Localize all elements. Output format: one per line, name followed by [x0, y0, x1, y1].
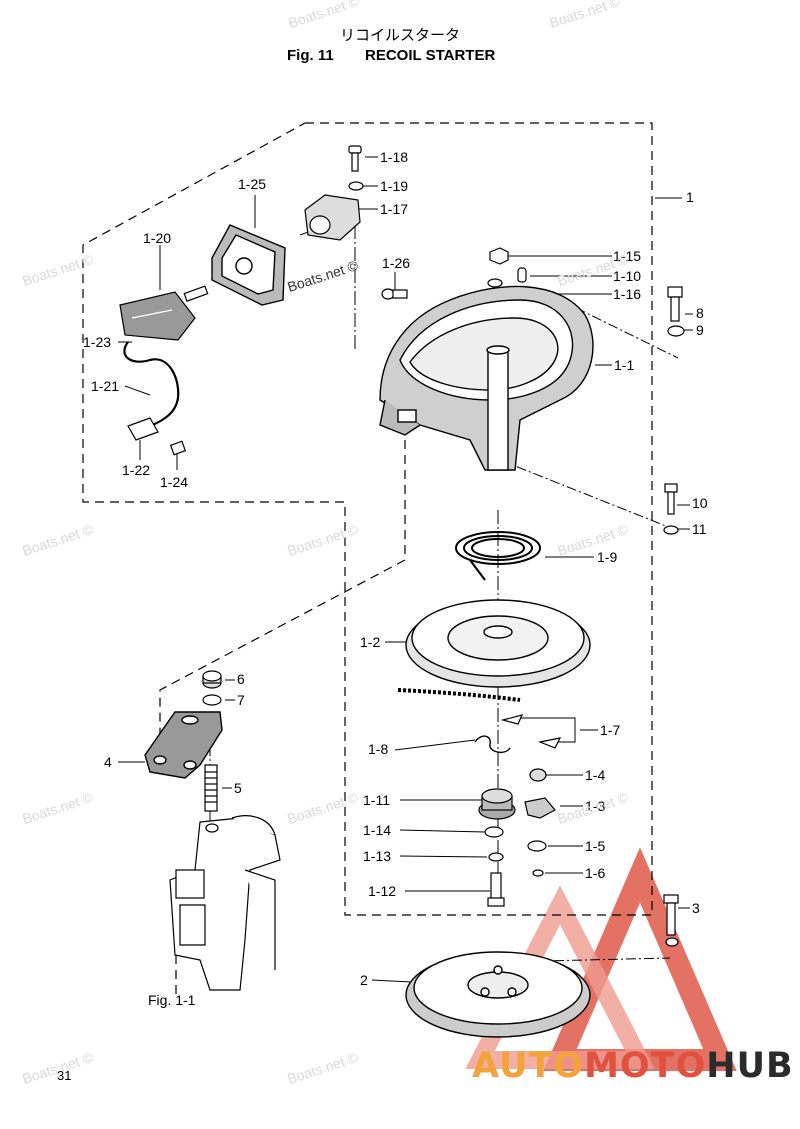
callout-1-21: 1-21: [91, 378, 120, 394]
part-reel-1-2: [405, 599, 591, 688]
callout-1-20: 1-20: [143, 230, 172, 246]
part-bolt-1-18: [348, 145, 362, 172]
callout-1-8: 1-8: [368, 741, 389, 757]
callout-1-5: 1-5: [585, 838, 606, 854]
callout-1-19: 1-19: [380, 178, 409, 194]
part-pin-1-10: [517, 267, 527, 283]
brand-part-moto: MOTO: [584, 1046, 707, 1086]
callout-1-4: 1-4: [585, 767, 606, 783]
callout-10: 10: [692, 495, 708, 511]
callout-fig-1-1: Fig. 1-1: [148, 992, 196, 1008]
callout-11: 11: [692, 521, 707, 537]
part-spring-1-8: [474, 735, 511, 754]
part-ratchet-1-3: [524, 797, 556, 819]
callout-1-6: 1-6: [585, 865, 606, 881]
part-drum-1-11: [478, 788, 516, 820]
part-bracket-1-17: [304, 194, 361, 241]
figure-number: Fig. 11: [287, 47, 334, 64]
callout-1-22: 1-22: [122, 462, 151, 478]
callout-5: 5: [234, 780, 242, 796]
engine-fragment: [169, 815, 281, 991]
part-washer-1-16: [487, 278, 503, 288]
callout-1-7: 1-7: [600, 722, 621, 738]
callout-1-10: 1-10: [613, 268, 642, 284]
callout-1-24: 1-24: [160, 474, 189, 490]
part-clip-1-6: [532, 869, 544, 877]
callout-1-13: 1-13: [363, 848, 392, 864]
part-nut-1-15: [489, 247, 509, 265]
callout-1-2: 1-2: [360, 634, 381, 650]
part-stud-5: [204, 764, 218, 812]
part-bolt-3: [663, 894, 679, 947]
page-number: 31: [57, 1068, 72, 1083]
callout-6: 6: [237, 671, 245, 687]
part-terminal-1-22: [127, 417, 159, 441]
part-washer-1-13: [488, 852, 504, 862]
callout-8: 8: [696, 305, 704, 321]
callout-1-23: 1-23: [83, 334, 112, 350]
part-spring-1-9: [455, 531, 541, 581]
part-bolt-1-12: [487, 872, 505, 907]
part-pawls-1-7: [500, 714, 562, 749]
callout-1-3: 1-3: [585, 798, 606, 814]
callout-1-14: 1-14: [363, 822, 392, 838]
part-terminal-1-24: [169, 440, 187, 456]
callout-1-12: 1-12: [368, 883, 397, 899]
callout-4: 4: [104, 754, 112, 770]
callout-3: 3: [692, 900, 700, 916]
callout-9: 9: [696, 322, 704, 338]
callout-1-26: 1-26: [382, 255, 411, 271]
part-collar-1-4: [529, 768, 547, 782]
part-washer-7: [202, 694, 222, 706]
part-bolt-8: [667, 286, 683, 322]
part-starter-case-1-1: [379, 285, 594, 471]
part-wire-1-21: [123, 341, 180, 428]
callout-1-25: 1-25: [238, 176, 267, 192]
part-nut-6: [202, 670, 222, 689]
part-rope: [397, 688, 521, 702]
brand-part-auto: AUTO: [472, 1046, 585, 1086]
callout-2: 2: [360, 972, 368, 988]
part-washer-1-14: [484, 826, 504, 838]
figure-title: RECOIL STARTER: [365, 47, 496, 64]
part-cover-2: [405, 951, 591, 1038]
part-washer-11: [663, 525, 679, 535]
callout-1-1: 1-1: [614, 357, 635, 373]
callout-1-17: 1-17: [380, 201, 409, 217]
part-washer-9: [667, 325, 685, 337]
title-japanese: リコイルスタータ: [339, 26, 460, 44]
brand-wordmark: AUTOMOTOHUB: [472, 1046, 794, 1086]
callout-1-11: 1-11: [363, 792, 390, 808]
brand-part-hub: HUB: [706, 1046, 794, 1086]
part-plate-1-25: [211, 224, 286, 306]
callout-1-16: 1-16: [613, 286, 642, 302]
part-bracket-4: [144, 711, 223, 779]
assembly-boundary: [82, 122, 653, 1000]
callout-1-18: 1-18: [380, 149, 409, 165]
callout-1: 1: [686, 189, 694, 205]
callout-1-9: 1-9: [597, 549, 618, 565]
callout-1-15: 1-15: [613, 248, 642, 264]
part-washer-1-5: [527, 840, 547, 852]
callout-7: 7: [237, 692, 245, 708]
part-switch-1-20: [119, 285, 209, 341]
part-bolt-10: [664, 483, 678, 515]
part-washer-1-19: [348, 181, 364, 191]
part-screw-1-26: [381, 288, 408, 300]
